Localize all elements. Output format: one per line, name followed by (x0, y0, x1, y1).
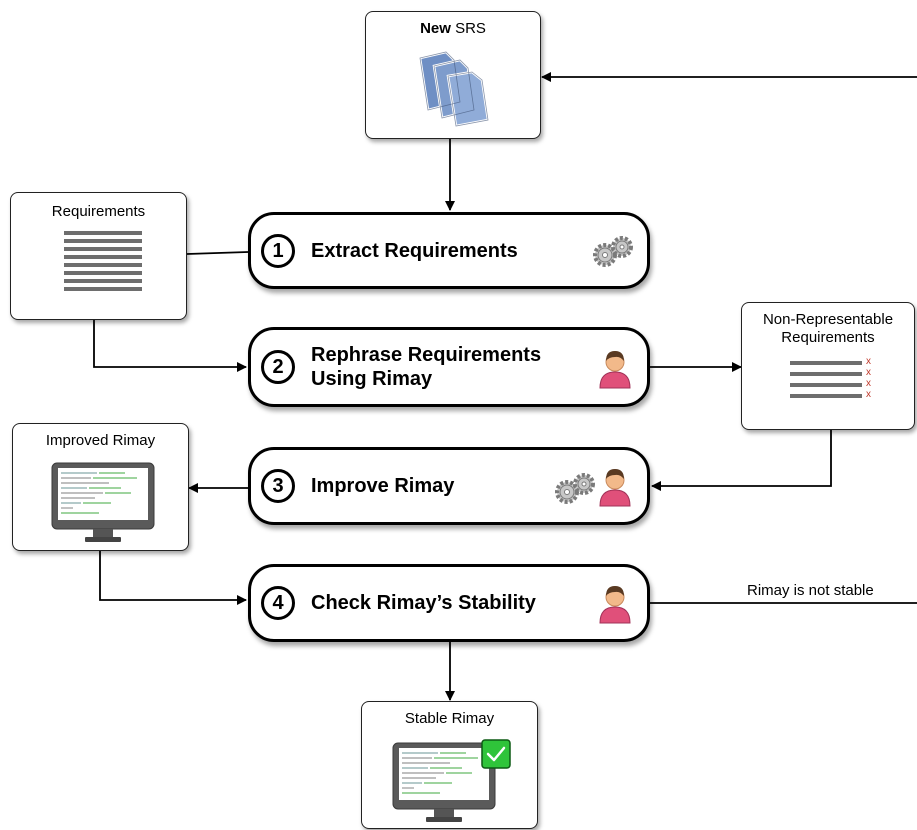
checkmark-icon (481, 739, 511, 769)
step-title: Improve Rimay (311, 475, 455, 497)
requirements-node: Requirements (10, 192, 187, 320)
edge-improved-to-check (99, 551, 247, 605)
rejected-lines-icon (790, 361, 862, 402)
step-number: 3 (261, 469, 295, 503)
step-title: Check Rimay’s Stability (311, 592, 536, 614)
step-title: Extract Requirements (311, 239, 518, 262)
documents-icon (418, 50, 490, 128)
step-extract-requirements: 1 Extract Requirements (248, 212, 650, 289)
stable-rimay-label: Stable Rimay (404, 710, 495, 727)
step-number: 2 (261, 350, 295, 384)
reject-mark: x (866, 378, 871, 389)
srs-label-bold: New (420, 20, 451, 37)
step-rephrase-requirements: 2 Rephrase Requirements Using Rimay (248, 327, 650, 407)
nonrep-node: Non-Representable Requirements x x x x (741, 302, 915, 430)
step-number: 4 (261, 586, 295, 620)
improved-rimay-node: Improved Rimay (12, 423, 189, 551)
gears-icon (555, 473, 595, 504)
step-improve-rimay: 3 Improve Rimay (248, 447, 650, 525)
reject-mark: x (866, 356, 871, 367)
srs-label-rest: SRS (450, 20, 486, 37)
srs-label: New SRS (366, 20, 540, 37)
step-title-line2: Using Rimay (311, 368, 433, 390)
nonrep-label-line2: Requirements (781, 329, 875, 346)
person-icon (599, 586, 631, 624)
text-lines-icon (64, 231, 142, 295)
monitor-icon (51, 462, 155, 542)
srs-node: New SRS (365, 11, 541, 139)
gears-icon (593, 236, 633, 267)
edge-nonrep-to-improve (651, 430, 832, 491)
person-icon (599, 351, 631, 389)
requirements-label: Requirements (51, 203, 146, 220)
nonrep-label-line1: Non-Representable (762, 311, 894, 328)
step-check-stability: 4 Check Rimay’s Stability (248, 564, 650, 642)
reject-mark: x (866, 367, 871, 378)
step-title-line1: Rephrase Requirements (311, 344, 542, 366)
step-title: Rephrase Requirements Using Rimay (311, 343, 541, 391)
reject-mark: x (866, 389, 871, 400)
step-number: 1 (261, 233, 295, 268)
stable-rimay-node: Stable Rimay (361, 701, 538, 829)
reject-marks: x x x x (866, 356, 871, 400)
not-stable-label: Rimay is not stable (747, 582, 874, 599)
edge-requirements-extract (186, 251, 249, 255)
edge-requirements-to-rephrase (93, 320, 247, 372)
monitor-icon (392, 742, 496, 822)
person-icon (599, 469, 631, 507)
improved-rimay-label: Improved Rimay (45, 432, 156, 449)
